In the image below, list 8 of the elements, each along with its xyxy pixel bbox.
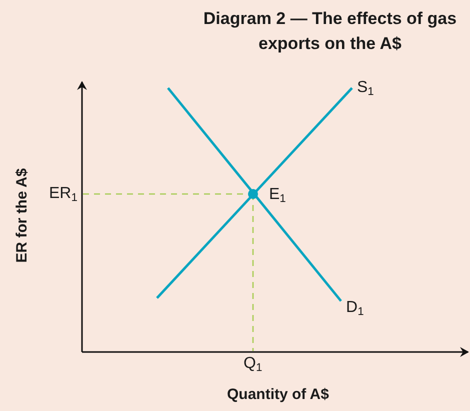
- axis-title: Quantity of A$: [227, 386, 329, 403]
- axis-title: ER for the A$: [14, 168, 31, 262]
- axis-value-label: Q$_{1}$: [244, 355, 262, 374]
- diagram-title: Diagram 2 — The effects of gas exports on the A$: [202, 8, 458, 55]
- point-label: E$_{1}$: [269, 186, 286, 205]
- curve-label: S$_{1}$: [357, 79, 374, 98]
- curve-label: D$_{1}$: [346, 299, 364, 318]
- axis-value-label: ER$_{1}$: [49, 184, 78, 204]
